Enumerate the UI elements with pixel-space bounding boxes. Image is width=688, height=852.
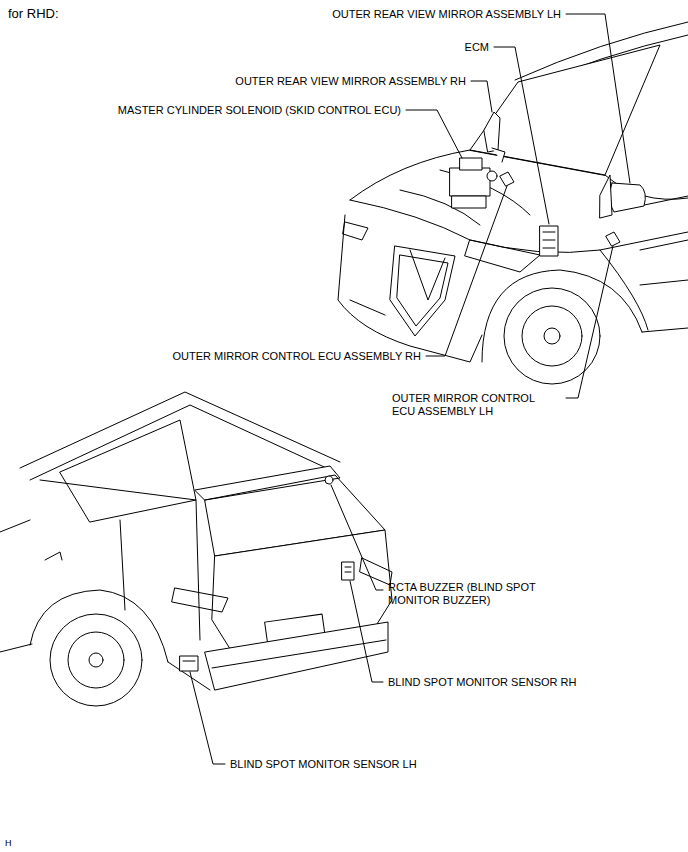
- master-cylinder: [450, 168, 490, 196]
- bsm-sensor-rh: [342, 562, 354, 580]
- ecm: [540, 226, 558, 256]
- part-name: OUTER REAR VIEW MIRROR ASSEMBLY LH: [332, 8, 561, 21]
- part-name: RCTA BUZZER (BLIND SPOT MONITOR BUZZER): [388, 581, 576, 607]
- bsm-sensor-lh: [180, 656, 198, 671]
- heading: for RHD:: [8, 6, 59, 21]
- part-name: OUTER REAR VIEW MIRROR ASSEMBLY RH: [235, 75, 466, 88]
- part-name: ECM: [465, 41, 489, 54]
- figure-code: H: [5, 838, 12, 849]
- mirror-ecu-lh: [606, 232, 620, 246]
- part-name: OUTER MIRROR CONTROL ECU ASSEMBLY RH: [172, 350, 421, 363]
- part-name: BLIND SPOT MONITOR SENSOR RH: [388, 676, 576, 689]
- leader-lines: [190, 14, 630, 764]
- rcta-buzzer: [325, 476, 333, 484]
- part-name: MASTER CYLINDER SOLENOID (SKID CONTROL E…: [118, 104, 401, 117]
- rear-components: [180, 476, 354, 671]
- front-components: [450, 112, 645, 256]
- mirror-ecu-rh: [500, 172, 514, 186]
- mirror-lh: [609, 183, 645, 212]
- part-name: OUTER MIRROR CONTROL ECU ASSEMBLY LH: [392, 392, 560, 418]
- part-name: BLIND SPOT MONITOR SENSOR LH: [230, 758, 417, 771]
- rear-vehicle: [0, 392, 392, 706]
- mirror-rh: [484, 112, 500, 152]
